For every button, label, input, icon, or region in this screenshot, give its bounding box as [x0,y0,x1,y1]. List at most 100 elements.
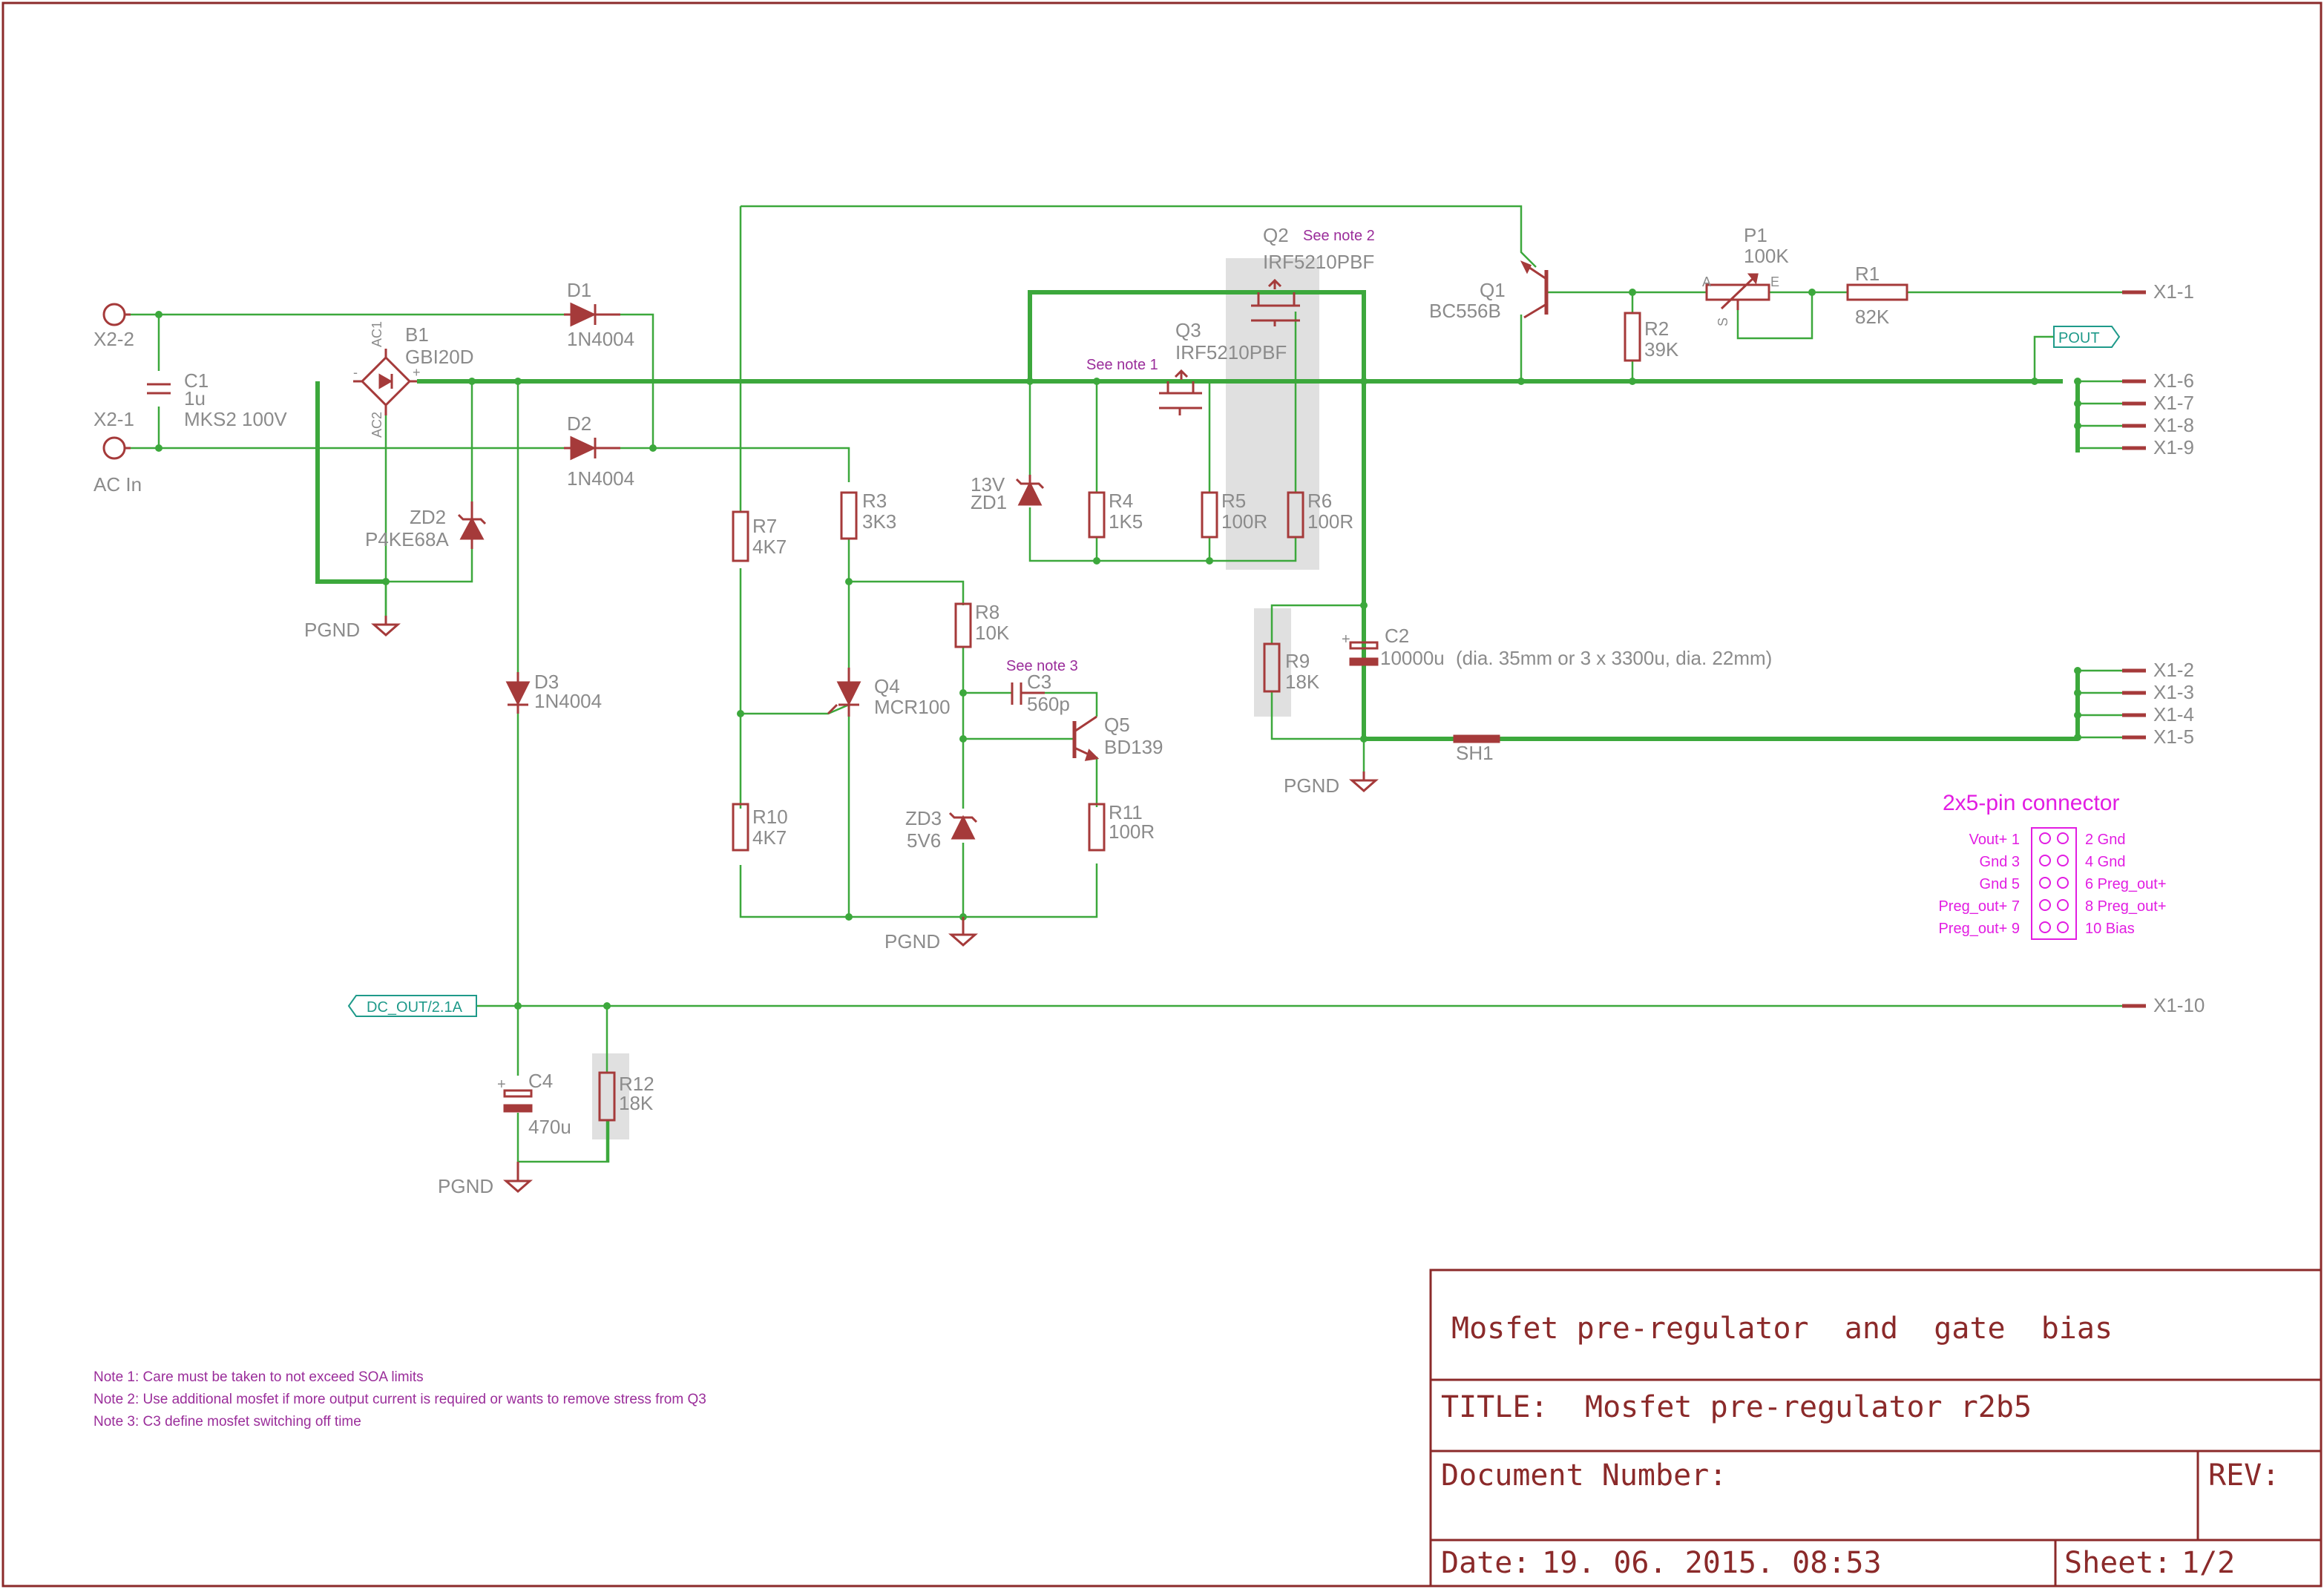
resistor-r8[interactable] [954,602,972,648]
capacitor-c4[interactable] [503,1089,533,1113]
port-dc-out[interactable] [347,995,477,1017]
potentiometer-p1[interactable] [1705,273,1770,310]
title-block-title-value: Mosfet pre-regulator r2b5 [1585,1390,2032,1424]
pin-ac2: AC2 [370,412,384,438]
terminal-x2-2[interactable] [102,303,131,326]
see-note-3: See note 3 [1006,658,1078,674]
mosfet-q3[interactable] [1159,369,1202,415]
value-r8: 10K [975,622,1010,644]
terminal-x2-1[interactable] [102,436,131,460]
zener-zd3[interactable] [948,812,978,840]
label-c4: C4 [528,1070,553,1092]
label-d2: D2 [567,412,591,435]
zener-zd1[interactable] [1015,475,1045,506]
label-c3: C3 [1027,671,1051,693]
capacitor-c2[interactable] [1349,641,1379,666]
value-r3: 3K3 [862,510,896,533]
shunt-sh1[interactable] [1453,734,1500,743]
label-ac-in: AC In [93,473,142,496]
value-d1: 1N4004 [567,328,634,350]
label-r6: R6 [1307,490,1332,512]
transistor-q1[interactable] [1520,260,1549,319]
resistor-r4[interactable] [1088,491,1106,539]
resistor-r9[interactable] [1263,642,1281,693]
port-pout[interactable] [2053,326,2121,348]
value-r11: 100R [1109,820,1155,843]
c2-plus: + [1342,631,1350,648]
resistor-r10[interactable] [732,803,749,852]
transistor-q5[interactable] [1072,715,1100,761]
title-block-description: Mosfet pre-regulator and gate bias [1451,1312,2113,1346]
pin-x1-5: X1-5 [2153,726,2194,748]
capacitor-c3[interactable] [1011,682,1045,705]
label-x2-1: X2-1 [93,408,134,430]
bridge-b1[interactable] [353,349,417,415]
title-block-date-label: Date: [1441,1546,1530,1580]
title-block-doc-label: Document Number: [1441,1458,1727,1493]
label-b1: B1 [405,323,429,346]
resistor-r6[interactable] [1287,491,1304,539]
label-pgnd-1: PGND [304,619,360,641]
note-3: Note 3: C3 define mosfet switching off t… [93,1414,361,1430]
capacitor-c1[interactable] [147,383,171,395]
label-zd3: ZD3 [905,807,942,829]
wires [131,205,2122,1163]
diode-d2[interactable] [564,435,620,461]
pin-x1-7: X1-7 [2153,392,2194,414]
legend-right-1: 2 Gnd [2085,832,2125,848]
c4-plus: + [497,1076,506,1093]
label-sh1: SH1 [1456,742,1494,764]
value-d3: 1N4004 [534,690,602,712]
resistor-r7[interactable] [732,510,749,562]
title-block-sheet-label: Sheet: [2064,1546,2172,1580]
value-q3: IRF5210PBF [1175,341,1287,363]
value-c1: 1u [184,387,206,409]
resistor-r12[interactable] [598,1071,616,1122]
title-block-rev-label: REV: [2208,1458,2279,1493]
label-r11: R11 [1109,801,1143,823]
value-c3: 560p [1027,693,1070,715]
diode-d1[interactable] [564,302,620,327]
value-r9: 18K [1285,671,1320,693]
value-p1: 100K [1744,245,1789,267]
pin-x1-6: X1-6 [2153,369,2194,392]
resistor-r1[interactable] [1846,283,1908,301]
label-r2: R2 [1644,318,1669,340]
label-r10: R10 [752,806,788,828]
pin-x1-2: X1-2 [2153,659,2194,681]
ground-symbol-4 [503,1162,533,1193]
value-r6: 100R [1307,510,1353,533]
junctions [155,289,2081,1010]
diode-d3[interactable] [505,672,531,714]
label-r1: R1 [1855,263,1880,285]
mosfet-q2[interactable] [1251,278,1300,326]
legend-right-5: 10 Bias [2085,921,2135,937]
port-dc-out-label: DC_OUT/2.1A [367,999,463,1016]
value-r2: 39K [1644,338,1679,361]
label-r5: R5 [1221,490,1246,512]
label-zd2: ZD2 [410,506,446,528]
resistor-r2[interactable] [1624,312,1641,362]
resistor-r5[interactable] [1201,491,1218,539]
scr-q4[interactable] [827,668,861,717]
value-zd3: 5V6 [907,829,941,852]
title-block-date-value: 19. 06. 2015. 08:53 [1542,1546,1882,1580]
value-q2: IRF5210PBF [1263,251,1374,273]
value-q4: MCR100 [874,696,951,718]
legend-left-3: Gnd 5 [1980,876,2020,892]
value-r7: 4K7 [752,536,787,558]
legend-right-3: 6 Preg_out+ [2085,876,2167,892]
legend-title: 2x5-pin connector [1943,791,2119,815]
label-pgnd-4: PGND [438,1175,493,1197]
note-2: Note 2: Use additional mosfet if more ou… [93,1392,706,1407]
label-r12: R12 [619,1073,654,1095]
resistor-r11[interactable] [1088,803,1106,852]
pin-x1-8: X1-8 [2153,414,2194,436]
zener-zd2[interactable] [457,501,487,549]
type-c1: MKS2 100V [184,408,287,430]
resistor-r3[interactable] [840,491,858,540]
value-d2: 1N4004 [567,467,634,490]
see-note-1: See note 1 [1086,357,1158,373]
